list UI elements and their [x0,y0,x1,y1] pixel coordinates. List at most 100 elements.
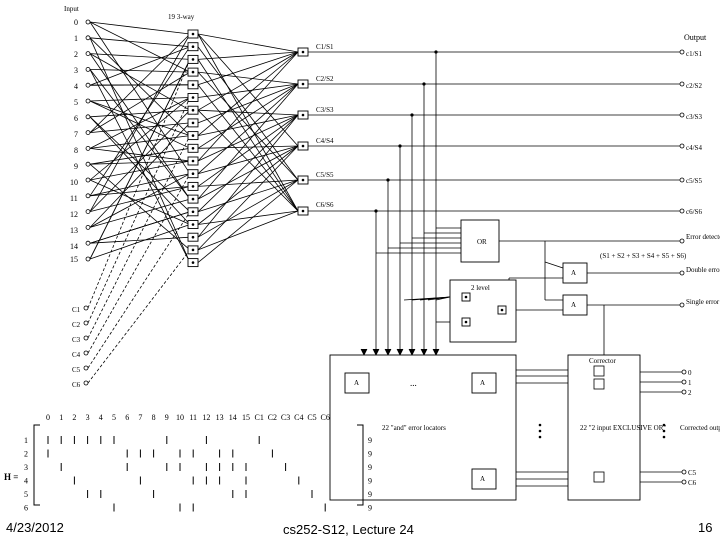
input-wire [89,163,191,251]
single-error-terminal [679,302,685,308]
output-label-1: c1/S1 [686,50,702,58]
check-input-c3: C3 [72,336,81,344]
output-terminal [679,208,685,214]
input-label-14: 14 [70,242,78,251]
input-label-6: 6 [74,114,78,123]
matrix-col-header: 13 [216,413,224,422]
syndrome-gate-dot [301,209,305,213]
vdot [662,429,666,433]
fanout-gate-dot [191,83,195,87]
two-level-gate-dot [500,308,504,312]
matrix-row-label: 2 [24,450,28,459]
input-wire [89,21,191,35]
matrix-row-label: 1 [24,436,28,445]
input-terminal [85,224,91,230]
gate-layer [83,19,687,501]
input-wire [89,236,191,244]
matrix-row-weight: 9 [368,490,372,499]
check-wire [87,97,191,324]
input-terminal [85,193,91,199]
xor-gate [593,365,605,377]
error-detected-terminal [679,238,685,244]
fanout-gate-dot [191,248,195,252]
vdot [662,423,666,427]
syndrome-label-1: C1/S1 [316,43,334,51]
input-wire [89,179,191,225]
locator-and-label-2: A [480,379,485,387]
matrix-col-header: 5 [112,413,116,422]
footer-course: cs252-S12, Lecture 24 [283,522,414,537]
syndrome-labels: C1/S1 C2/S2 C3/S3 C4/S4 C5/S5 C6/S6 [316,43,334,209]
input-terminal [85,114,91,120]
fanout-wire [197,51,299,86]
syndrome-label-5: C5/S5 [316,171,334,179]
input-wire [89,33,191,133]
input-terminal [85,177,91,183]
fanout-gate-dot [191,172,195,175]
corrected-output-label: Corrected output [680,424,720,432]
input-wire [89,147,191,165]
input-label-15: 15 [70,255,78,264]
fanout-wire [197,83,299,200]
input-wire [89,21,191,174]
input-label-5: 5 [74,98,78,107]
fanout-gate-dot [191,261,195,264]
matrix-row-label: 5 [24,490,28,499]
matrix-row-label: 3 [24,463,28,472]
matrix-right-bracket [357,424,364,506]
matrix-col-header: 9 [165,413,169,422]
input-wire [89,122,191,133]
syndrome-label-6: C6/S6 [316,201,334,209]
fanout-wire [197,83,299,98]
input-wire [89,109,191,118]
fanout-wire [197,33,299,147]
input-label-4: 4 [74,82,78,91]
vdot [538,423,542,427]
input-terminal [85,130,91,136]
error-detected-label: Error detected [686,233,720,241]
corrected-terminal [681,389,687,395]
syndrome-label-2: C2/S2 [316,75,334,83]
output-terminal [679,81,685,87]
input-terminal [85,98,91,104]
fanout-wire [197,114,299,238]
fanout-wire [197,210,299,225]
fanout-gate-dot [191,147,195,150]
input-wire [89,173,191,228]
input-label-0: 0 [74,18,78,27]
corrected-terminal [681,379,687,385]
input-wire [89,37,191,136]
bus-arrow [408,348,416,356]
fanout-wire [197,71,299,181]
fanout-wire [197,210,299,251]
syndrome-gate-dot [301,50,305,54]
fanout-wire [197,114,299,162]
input-labels: 0 1 2 3 4 5 6 7 8 9 10 11 12 13 14 15 [70,18,78,264]
matrix-col-header: 7 [138,413,142,422]
output-label: Output [684,33,707,42]
check-wire [87,135,191,339]
input-terminal [85,35,91,41]
check-wire [87,173,191,354]
xor-gate [593,471,605,483]
fanout-wire [197,83,299,174]
check-terminal [83,350,89,356]
bus-arrow [420,348,428,356]
input-label-12: 12 [70,210,78,219]
corrected-terminal [681,369,687,375]
two-level-gate-dot [464,320,468,324]
input-wire [89,116,191,213]
check-wire [87,211,191,369]
input-wire [89,33,191,212]
syndrome-gate-dot [301,113,305,117]
check-terminal [83,380,89,386]
fanout-gate-dot [191,121,195,125]
or-gate-label: OR [477,238,487,246]
fanout-wire [197,145,299,225]
corrected-output-c5: C5 [688,469,697,477]
input-wire [89,97,191,102]
check-input-c2: C2 [72,321,81,329]
bus-arrow [432,348,440,356]
